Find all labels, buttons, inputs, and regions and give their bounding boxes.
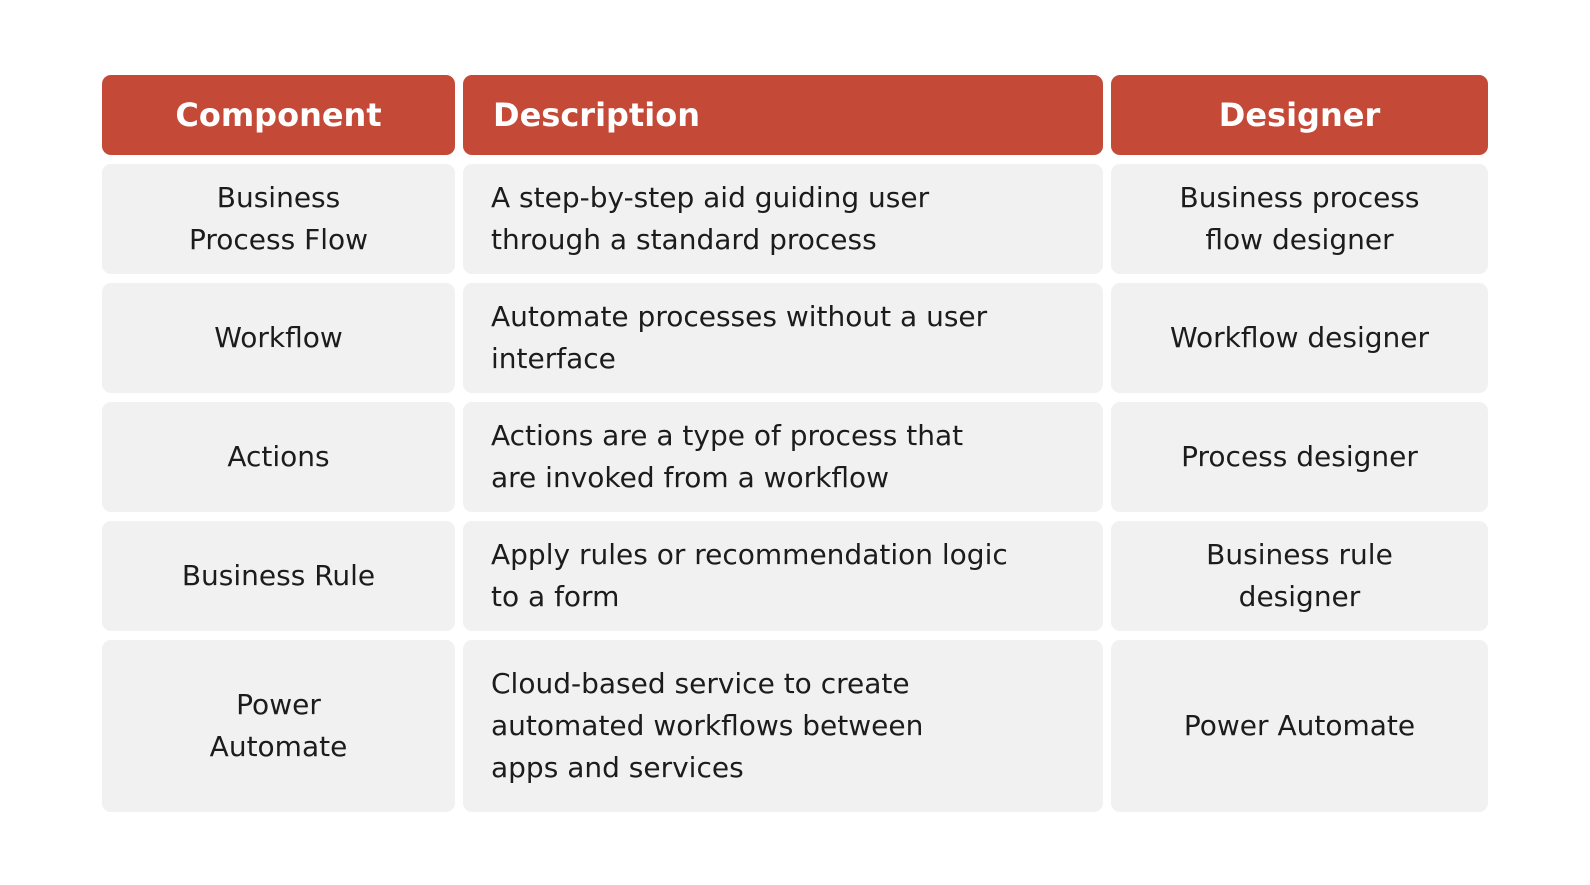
header-cell-description: Description xyxy=(463,75,1103,155)
cell-designer-actions: Process designer xyxy=(1111,402,1488,512)
cell-description-workflow: Automate processes without a user interf… xyxy=(463,283,1103,393)
cell-description-actions: Actions are a type of process that are i… xyxy=(463,402,1103,512)
header-cell-component: Component xyxy=(102,75,455,155)
process-components-table: Component Description Designer Business … xyxy=(102,75,1488,812)
header-cell-designer: Designer xyxy=(1111,75,1488,155)
cell-component-workflow: Workflow xyxy=(102,283,455,393)
cell-component-business-rule: Business Rule xyxy=(102,521,455,631)
cell-description-business-rule: Apply rules or recommendation logic to a… xyxy=(463,521,1103,631)
cell-component-actions: Actions xyxy=(102,402,455,512)
cell-designer-business-rule: Business rule designer xyxy=(1111,521,1488,631)
cell-designer-power-automate: Power Automate xyxy=(1111,640,1488,812)
cell-description-power-automate: Cloud-based service to create automated … xyxy=(463,640,1103,812)
cell-component-power-automate: Power Automate xyxy=(102,640,455,812)
cell-description-business-process-flow: A step-by-step aid guiding user through … xyxy=(463,164,1103,274)
cell-component-business-process-flow: Business Process Flow xyxy=(102,164,455,274)
cell-designer-workflow: Workflow designer xyxy=(1111,283,1488,393)
cell-designer-business-process-flow: Business process flow designer xyxy=(1111,164,1488,274)
